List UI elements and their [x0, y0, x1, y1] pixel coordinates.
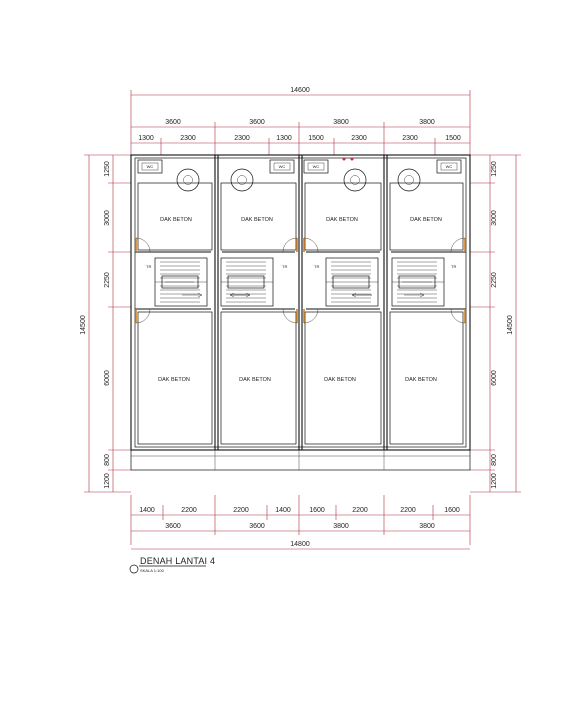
dim-bottom-unit: 3800	[419, 523, 435, 530]
room-label: DAK BETON	[160, 217, 192, 223]
dim-top-segment: 2300	[351, 135, 367, 142]
door-swing	[282, 308, 298, 324]
dim-top-unit: 3600	[249, 119, 265, 126]
dim-side-segment-right: 800	[491, 454, 498, 466]
room-label: DAK BETON	[158, 377, 190, 383]
drain-mark-icon	[350, 157, 354, 161]
dim-top-segment: 1300	[138, 135, 154, 142]
dim-bottom-segment: 2200	[233, 507, 249, 514]
dim-bottom-segment: 1400	[275, 507, 291, 514]
dim-bottom-segment: 2200	[400, 507, 416, 514]
dim-side-segment-left: 1250	[104, 161, 111, 177]
dim-top-unit: 3600	[165, 119, 181, 126]
dim-side-segment-left: 800	[104, 454, 111, 466]
room-label: DAK BETON	[239, 377, 271, 383]
dim-bottom-unit: 3600	[249, 523, 265, 530]
door-swing	[135, 237, 151, 253]
dim-bottom-segment: 1400	[139, 507, 155, 514]
door-swing	[282, 237, 298, 253]
dim-top-segment: 2300	[234, 135, 250, 142]
room-label: DAK BETON	[326, 217, 358, 223]
dim-side-segment-left: 1200	[104, 473, 111, 489]
dim-side-segment-left: 6000	[104, 370, 111, 386]
dim-bottom-segment: 1600	[309, 507, 325, 514]
dim-side-total-right: 14500	[507, 315, 514, 335]
doors	[135, 237, 466, 324]
stairs: TR TR TR TR	[146, 257, 456, 307]
dim-top-segment: 2300	[180, 135, 196, 142]
dimension-lines	[84, 90, 521, 550]
wc-tag: WC	[279, 164, 286, 169]
dim-top-total: 14600	[290, 87, 310, 94]
dim-bottom-segment: 1600	[444, 507, 460, 514]
door-swing	[450, 237, 466, 253]
wc-tag: WC	[147, 164, 154, 169]
room-labels: DAK BETON DAK BETON DAK BETON DAK BETON …	[158, 217, 442, 383]
dim-top-segment: 1300	[276, 135, 292, 142]
stair-tag: TR	[314, 264, 319, 269]
dim-bottom-segment: 2200	[181, 507, 197, 514]
dim-side-segment-right: 1200	[491, 473, 498, 489]
dim-side-segment-right: 3000	[491, 210, 498, 226]
title-marker-icon	[129, 564, 139, 574]
stair-tag: TR	[451, 264, 456, 269]
building-walls	[130, 154, 471, 471]
dim-side-segment-left: 3000	[104, 210, 111, 226]
door-swing	[303, 237, 319, 253]
drawing-scale: SKALA 1:100	[140, 568, 165, 573]
dim-bottom-unit: 3800	[333, 523, 349, 530]
dim-side-segment-right: 6000	[491, 370, 498, 386]
room-label: DAK BETON	[241, 217, 273, 223]
dim-top-segment: 2300	[402, 135, 418, 142]
dim-top-segment: 1500	[308, 135, 324, 142]
stair-tag: TR	[146, 264, 151, 269]
dim-side-segment-right: 1250	[491, 161, 498, 177]
wc-fixtures: WC WC WC WC	[137, 159, 462, 174]
stair-arrow-icon	[182, 292, 203, 298]
dim-bottom-segment: 2200	[352, 507, 368, 514]
room-label: DAK BETON	[324, 377, 356, 383]
dim-bottom-unit: 3600	[165, 523, 181, 530]
dim-side-total-left: 14500	[80, 315, 87, 335]
drawing-title: DENAH LANTAI 4	[140, 556, 215, 566]
door-swing	[135, 308, 151, 324]
stair-arrow-icon	[229, 292, 251, 298]
water-tank-icons	[176, 157, 421, 192]
wc-tag: WC	[446, 164, 453, 169]
dim-bottom-total: 14800	[290, 541, 310, 548]
dim-side-segment-right: 2250	[491, 272, 498, 288]
drain-mark-icon	[342, 157, 346, 161]
dimension-labels: 14600 3600 3600 3800 3800 1300 2300 2300…	[80, 87, 514, 548]
dim-side-segment-left: 2250	[104, 272, 111, 288]
dim-top-segment: 1500	[445, 135, 461, 142]
stair-arrow-icon	[351, 292, 372, 298]
room-label: DAK BETON	[410, 217, 442, 223]
wc-tag: WC	[313, 164, 320, 169]
door-swing	[450, 308, 466, 324]
dim-top-unit: 3800	[419, 119, 435, 126]
room-label: DAK BETON	[405, 377, 437, 383]
door-swing	[303, 308, 319, 324]
stair-tag: TR	[282, 264, 287, 269]
drawing-title-block: DENAH LANTAI 4 SKALA 1:100	[129, 556, 215, 574]
stair-arrow-icon	[404, 292, 425, 298]
dim-top-unit: 3800	[333, 119, 349, 126]
